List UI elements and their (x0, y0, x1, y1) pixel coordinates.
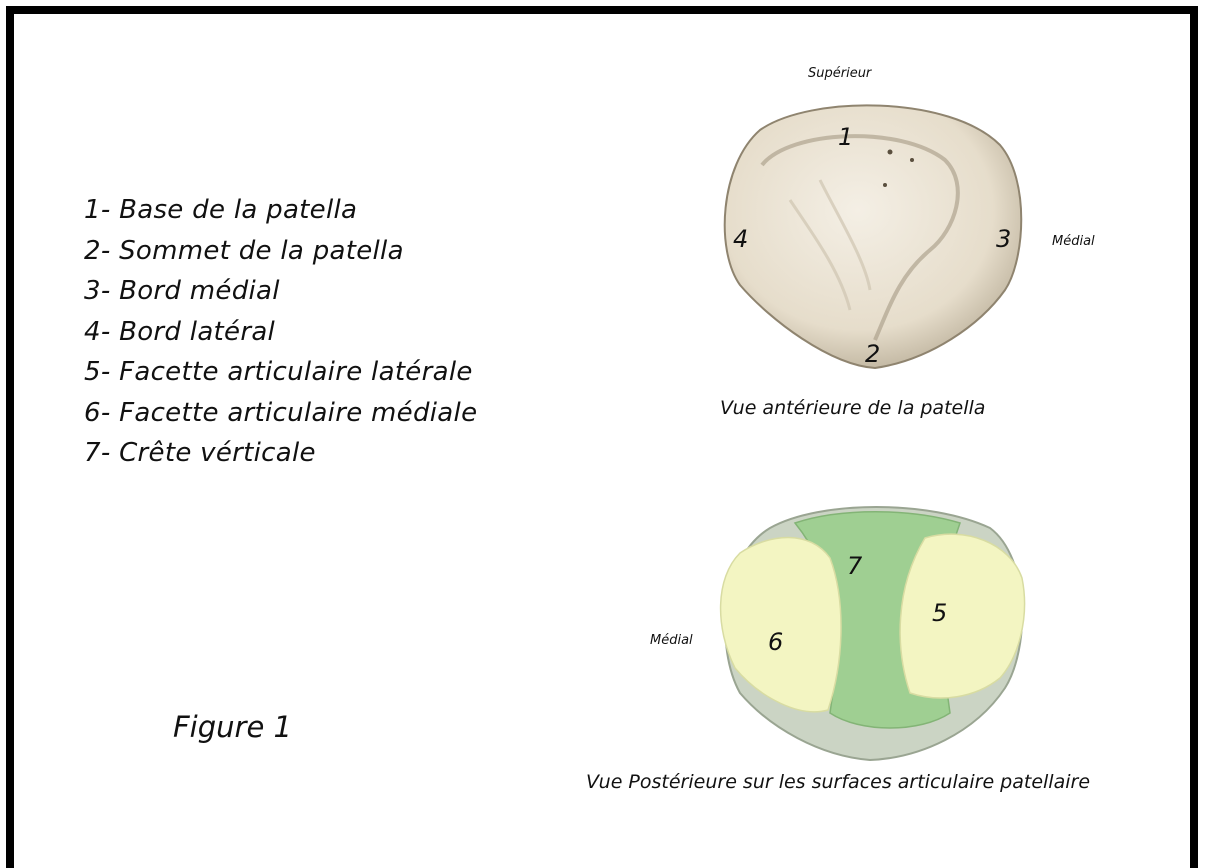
superior-label: Supérieur (808, 66, 871, 81)
anterior-caption: Vue antérieure de la patella (720, 397, 985, 419)
marker-6: 6 (768, 628, 783, 656)
marker-5: 5 (932, 599, 947, 627)
medial-label-posterior: Médial (650, 633, 693, 648)
marker-2: 2 (865, 340, 880, 368)
legend-item: 2- Sommet de la patella (84, 231, 477, 272)
patella-posterior-illustration: 5 6 7 (700, 498, 1040, 768)
marker-4: 4 (733, 225, 748, 253)
legend-item: 7- Crête vérticale (84, 433, 477, 474)
posterior-caption: Vue Postérieure sur les surfaces articul… (586, 771, 1090, 793)
nutrient-foramen (883, 183, 887, 187)
nutrient-foramen (888, 150, 893, 155)
legend-item: 3- Bord médial (84, 271, 477, 312)
legend-item: 4- Bord latéral (84, 312, 477, 353)
patella-anterior-shape (725, 105, 1022, 368)
patella-anterior-illustration: 1 2 3 4 (700, 90, 1040, 380)
marker-7: 7 (847, 552, 863, 580)
legend-item: 5- Facette articulaire latérale (84, 352, 477, 393)
figure-title: Figure 1 (173, 710, 292, 744)
legend-item: 6- Facette articulaire médiale (84, 393, 477, 434)
medial-label-anterior: Médial (1052, 234, 1095, 249)
nutrient-foramen (910, 158, 914, 162)
legend-list: 1- Base de la patella 2- Sommet de la pa… (84, 190, 477, 474)
marker-1: 1 (838, 123, 853, 151)
legend-item: 1- Base de la patella (84, 190, 477, 231)
marker-3: 3 (996, 225, 1011, 253)
